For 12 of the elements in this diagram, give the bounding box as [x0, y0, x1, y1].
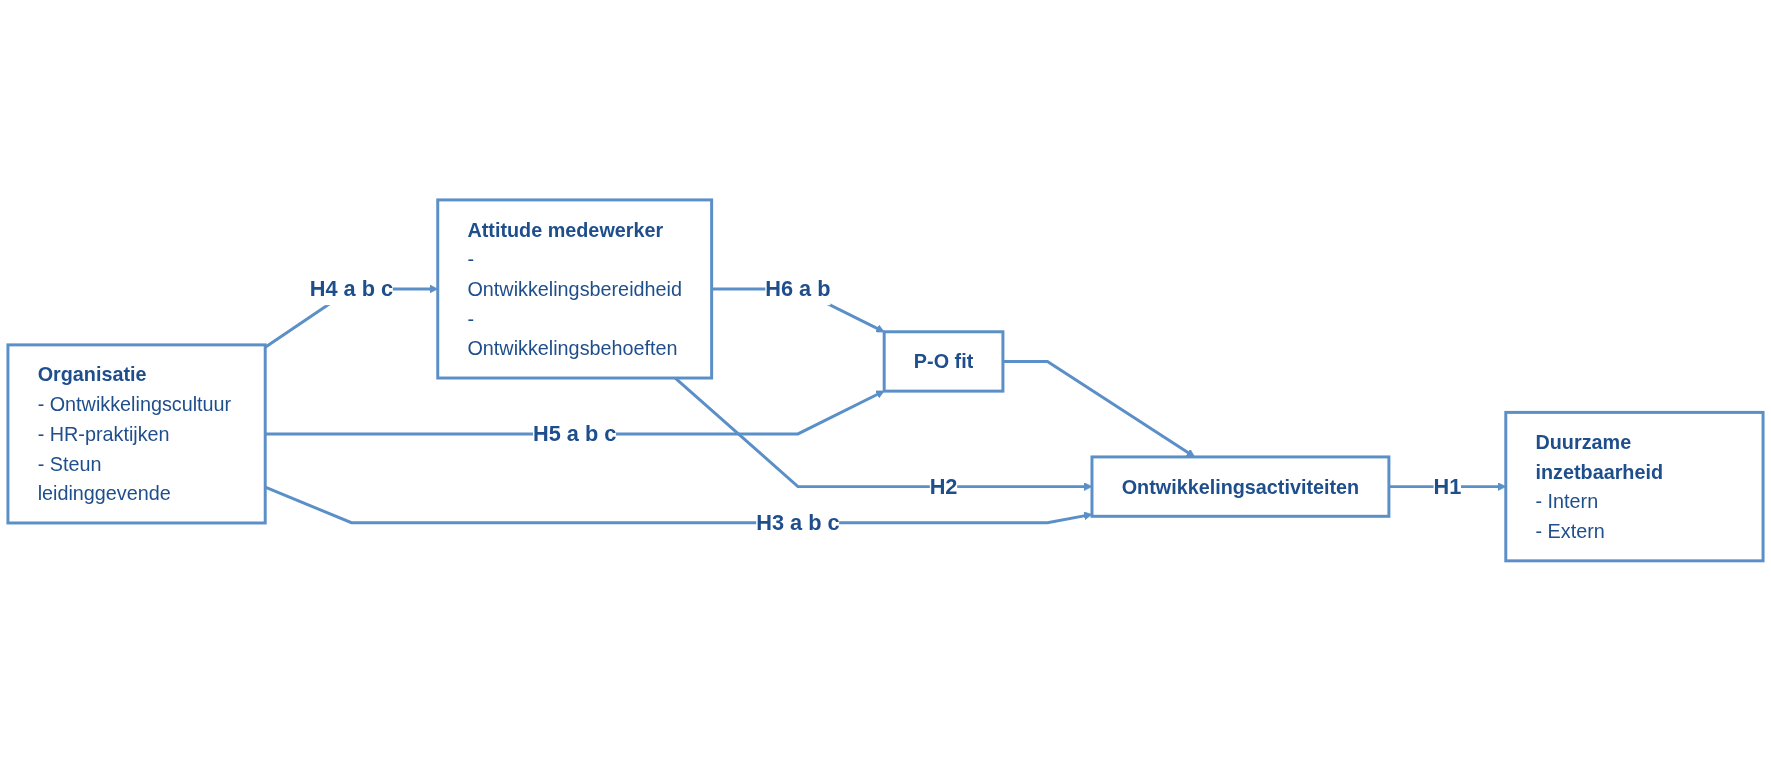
edge-label: H2	[929, 473, 958, 499]
edge-label: H3 a b c	[756, 509, 840, 535]
node-box: Duurzame inzetbaarheid - Intern - Extern	[1504, 410, 1765, 562]
node-box: Organisatie - Ontwikkelingscultuur - HR-praktijken - Steun leidinggevende	[6, 343, 267, 525]
edge-label: H4 a b c	[309, 276, 394, 301]
edge-label: H6 a b	[765, 276, 831, 301]
arrow	[1002, 359, 1196, 457]
node-box: Attitude medewerker - Ontwikkelingsbereidheid - Ontwikkelingsbehoeften	[436, 198, 714, 380]
edge-label: H5 a b c	[532, 421, 617, 446]
edge-label: H1	[1433, 473, 1462, 499]
node-box: P-O fit	[882, 329, 1005, 393]
node-box: Ontwikkelingsactiviteiten	[1090, 455, 1391, 518]
